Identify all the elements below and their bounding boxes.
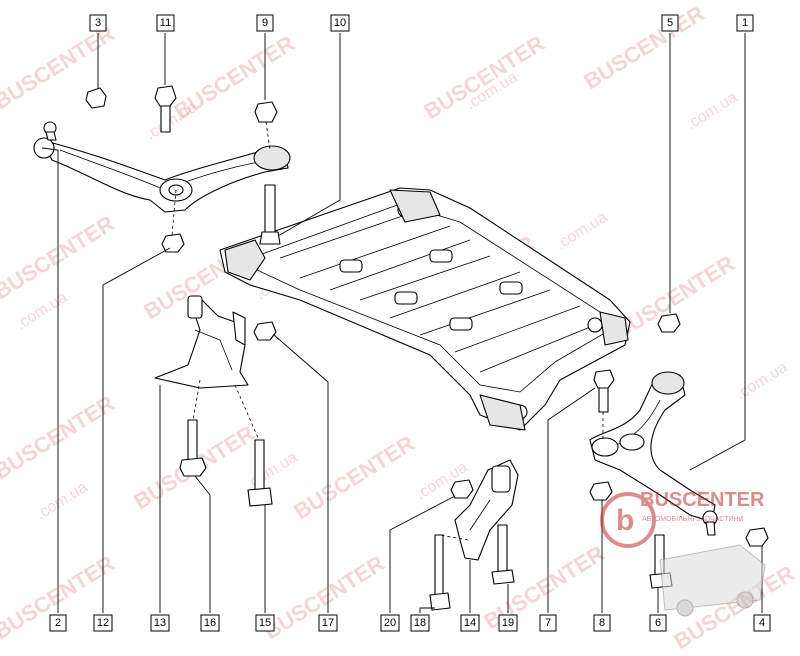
- callout-1: 1: [736, 14, 754, 32]
- callout-label: 5: [667, 17, 673, 29]
- watermark-domain: .com.ua: [243, 449, 300, 494]
- callout-12: 12: [93, 614, 113, 632]
- callout-label: 3: [95, 17, 101, 29]
- watermark-domain: .com.ua: [683, 89, 740, 134]
- callout-3: 3: [89, 14, 107, 32]
- watermark-text: BUSCENTER: [419, 30, 548, 124]
- callout-6: 6: [649, 614, 667, 632]
- callout-7: 7: [539, 614, 557, 632]
- watermark-text: BUSCENTER: [169, 30, 298, 124]
- callout-label: 19: [502, 617, 514, 629]
- watermark-domain: .com.ua: [553, 209, 610, 254]
- logo-title: BUSCENTER: [640, 489, 765, 511]
- callout-label: 9: [262, 17, 268, 29]
- watermark-domain: .com.ua: [733, 359, 790, 404]
- callout-20: 20: [380, 614, 400, 632]
- watermark-text: BUSCENTER: [0, 390, 119, 484]
- callout-label: 20: [384, 617, 396, 629]
- watermark-domain: .com.ua: [33, 479, 90, 524]
- left-bracket: [154, 295, 249, 389]
- callout-19: 19: [498, 614, 518, 632]
- callout-2: 2: [49, 614, 67, 632]
- callout-16: 16: [200, 614, 220, 632]
- callout-label: 12: [97, 617, 109, 629]
- callout-label: 7: [545, 617, 551, 629]
- callout-15: 15: [255, 614, 275, 632]
- callout-label: 18: [414, 617, 426, 629]
- watermark-text: BUSCENTER: [579, 0, 708, 94]
- callout-13: 13: [150, 614, 170, 632]
- subframe: [219, 187, 631, 431]
- callout-5: 5: [661, 14, 679, 32]
- callout-label: 16: [204, 617, 216, 629]
- callout-label: 6: [655, 617, 661, 629]
- fasteners: [85, 85, 769, 611]
- right-lower-control-arm: [589, 371, 718, 536]
- callout-11: 11: [156, 14, 175, 32]
- callout-17: 17: [318, 614, 338, 632]
- callout-label: 4: [759, 617, 765, 629]
- logo-letter: b: [616, 504, 634, 537]
- watermark-text: BUSCENTER: [289, 430, 418, 524]
- callout-label: 1: [742, 17, 748, 29]
- logo-ring: [600, 492, 656, 548]
- callout-8: 8: [593, 614, 611, 632]
- right-bracket: [454, 459, 519, 561]
- callout-label: 8: [599, 617, 605, 629]
- callout-label: 15: [259, 617, 271, 629]
- leader-lines: [41, 33, 763, 613]
- callout-4: 4: [753, 614, 771, 632]
- logo-subtitle: АВТОМОБІЛЬНІ ЗАПЧАСТИНИ: [642, 516, 743, 523]
- callout-18: 18: [410, 614, 430, 632]
- callout-label: 2: [55, 617, 61, 629]
- callout-label: 14: [464, 617, 476, 629]
- callout-label: 17: [322, 617, 334, 629]
- callout-14: 14: [460, 614, 480, 632]
- callout-10: 10: [330, 14, 350, 32]
- logo-bus-icon: [659, 544, 766, 617]
- callout-9: 9: [256, 14, 274, 32]
- callout-label: 10: [334, 17, 346, 29]
- callout-label: 11: [160, 17, 171, 29]
- buscenter-logo: b BUSCENTER АВТОМОБІЛЬНІ ЗАПЧАСТИНИ: [600, 489, 766, 617]
- watermark-domain: .com.ua: [13, 289, 70, 334]
- callout-label: 13: [154, 617, 166, 629]
